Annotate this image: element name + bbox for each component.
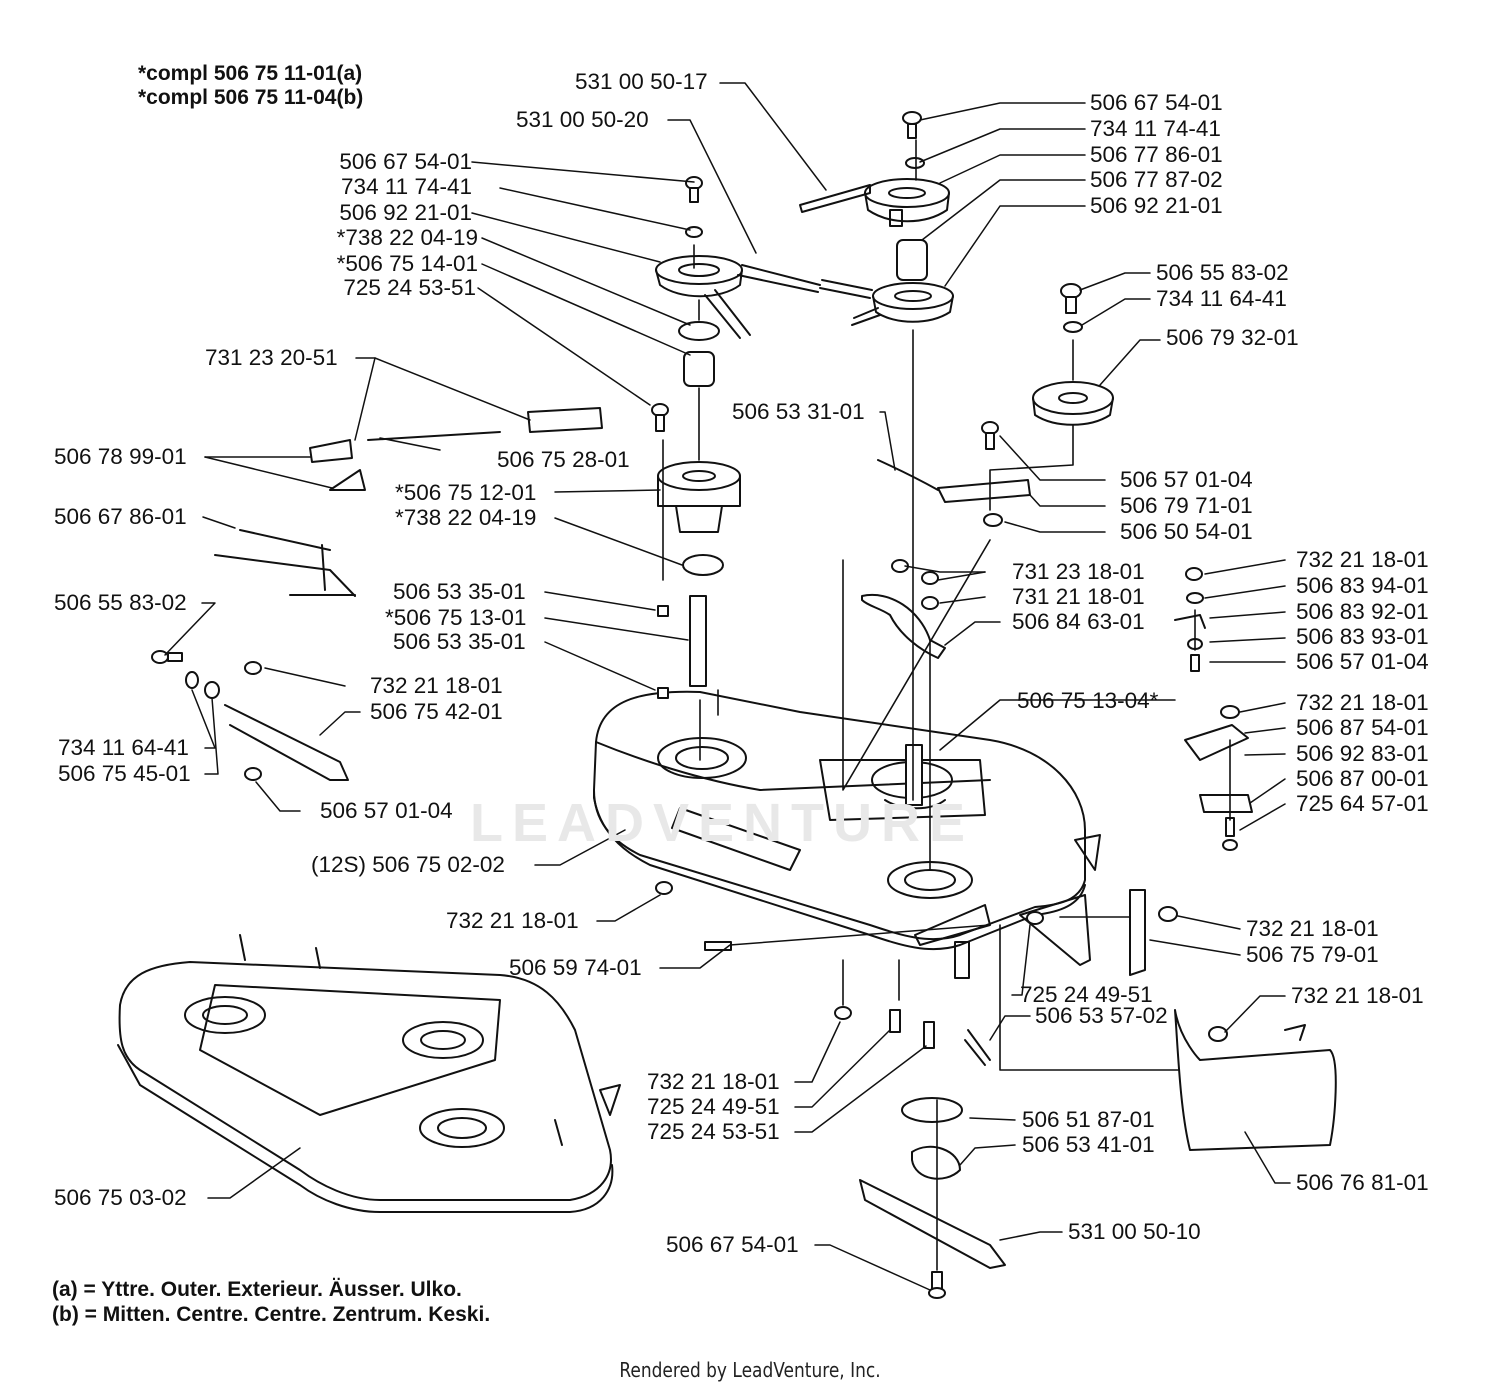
part-label: 732 21 18-01 [1246, 916, 1379, 941]
centre-lines [662, 139, 1231, 1271]
part-label: 506 59 74-01 [509, 955, 642, 980]
part-label: *738 22 04-19 [395, 505, 537, 530]
part-label: 725 64 57-01 [1296, 791, 1429, 816]
footer-credit: Rendered by LeadVenture, Inc. [619, 1358, 881, 1382]
part-label: 506 57 01-04 [320, 798, 453, 823]
part-label: 506 53 35-01 [393, 629, 526, 654]
part-label: *506 75 12-01 [395, 480, 537, 505]
fasteners [151, 111, 1240, 1299]
part-label: 506 79 71-01 [1120, 493, 1253, 518]
part-label: 506 92 21-01 [1090, 193, 1223, 218]
part-label: 506 50 54-01 [1120, 519, 1253, 544]
hardware-parts [214, 407, 1337, 1151]
part-label: 506 67 54-01 [666, 1232, 799, 1257]
legend-line-a: (a) = Yttre. Outer. Exterieur. Äusser. U… [52, 1278, 462, 1301]
part-label: 531 00 50-10 [1068, 1219, 1201, 1244]
part-label: 506 92 21-01 [339, 200, 472, 225]
part-label: 531 00 50-17 [575, 69, 708, 94]
part-label: 732 21 18-01 [370, 673, 503, 698]
compl-note-a: *compl 506 75 11-01(a) [138, 62, 363, 85]
part-label: 725 24 49-51 [1020, 982, 1153, 1007]
part-label: 506 75 79-01 [1246, 942, 1379, 967]
part-label: 506 57 01-04 [1296, 649, 1429, 674]
part-label: 725 24 53-51 [343, 275, 476, 300]
part-label: 506 75 42-01 [370, 699, 503, 724]
part-label: 506 75 13-04* [1017, 688, 1159, 713]
part-label: 506 55 83-02 [1156, 260, 1289, 285]
part-label: 506 67 54-01 [1090, 90, 1223, 115]
part-label: 731 23 20-51 [205, 345, 338, 370]
part-label: 725 24 49-51 [647, 1094, 780, 1119]
leader-lines [164, 82, 1291, 1291]
watermark: LEADVENTURE [470, 793, 975, 853]
part-label: 734 11 74-41 [1090, 116, 1221, 141]
part-label: 506 83 94-01 [1296, 573, 1429, 598]
part-label: 506 67 54-01 [339, 149, 472, 174]
compl-note-b: *compl 506 75 11-04(b) [138, 86, 364, 109]
part-label: 506 87 54-01 [1296, 715, 1429, 740]
part-label: 732 21 18-01 [647, 1069, 780, 1094]
part-label: 506 53 35-01 [393, 579, 526, 604]
part-label: (12S) 506 75 02-02 [311, 852, 505, 877]
part-label: 506 67 86-01 [54, 504, 187, 529]
legend-line-b: (b) = Mitten. Centre. Centre. Zentrum. K… [52, 1303, 491, 1326]
part-label: 506 78 99-01 [54, 444, 187, 469]
part-label: 506 83 93-01 [1296, 624, 1429, 649]
part-label: 506 53 41-01 [1022, 1132, 1155, 1157]
part-label: 732 21 18-01 [1291, 983, 1424, 1008]
part-label: 731 23 18-01 [1012, 559, 1145, 584]
part-label: 506 79 32-01 [1166, 325, 1299, 350]
part-label: 734 11 64-41 [1156, 286, 1287, 311]
part-label: 734 11 74-41 [341, 174, 472, 199]
part-label: 506 53 31-01 [732, 399, 865, 424]
pulley-assembly [655, 178, 1114, 1269]
part-label: 506 77 87-02 [1090, 167, 1223, 192]
part-label: 732 21 18-01 [1296, 690, 1429, 715]
part-label: 731 21 18-01 [1012, 584, 1145, 609]
part-label: *506 75 13-01 [385, 605, 527, 630]
part-label: 506 75 03-02 [54, 1185, 187, 1210]
part-label: 506 92 83-01 [1296, 741, 1429, 766]
part-label: 734 11 64-41 [58, 735, 189, 760]
part-label: 506 76 81-01 [1296, 1170, 1429, 1195]
part-label: 506 84 63-01 [1012, 609, 1145, 634]
cutter-deck-lower [117, 934, 621, 1213]
part-label: 506 53 57-02 [1035, 1003, 1168, 1028]
part-label: 506 57 01-04 [1120, 467, 1253, 492]
part-label: 531 00 50-20 [516, 107, 649, 132]
part-label: *738 22 04-19 [336, 225, 478, 250]
part-label: 506 77 86-01 [1090, 142, 1223, 167]
part-label: 506 75 28-01 [497, 447, 630, 472]
cutter-deck-upper [593, 690, 1101, 979]
part-label: 732 21 18-01 [446, 908, 579, 933]
part-label: 506 87 00-01 [1296, 766, 1429, 791]
part-label: 506 55 83-02 [54, 590, 187, 615]
part-label: 506 83 92-01 [1296, 599, 1429, 624]
part-label: 732 21 18-01 [1296, 547, 1429, 572]
part-label: 506 51 87-01 [1022, 1107, 1155, 1132]
part-label: 725 24 53-51 [647, 1119, 780, 1144]
part-label: *506 75 14-01 [336, 251, 478, 276]
part-label: 506 75 45-01 [58, 761, 191, 786]
